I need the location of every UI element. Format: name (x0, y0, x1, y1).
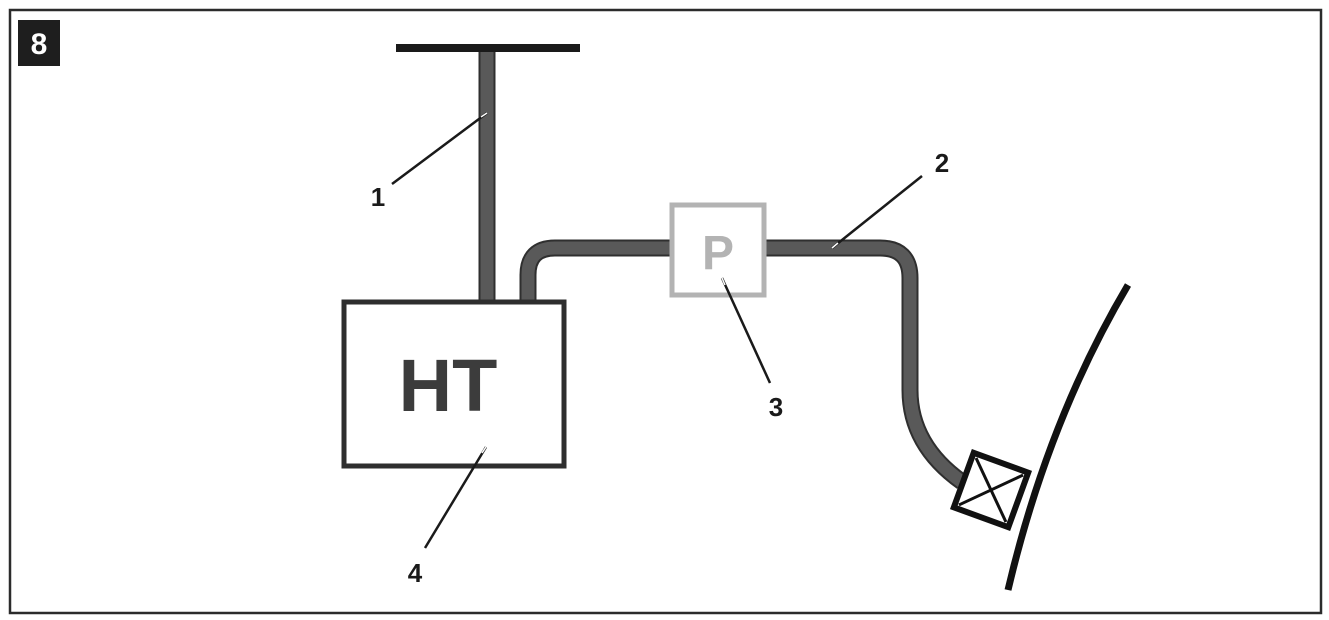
valve-cross-b (958, 473, 1024, 507)
ht-tank-label: HT (399, 344, 498, 427)
pump-box (669, 202, 767, 298)
callout-1: 1 (371, 182, 385, 212)
leader-tip-4 (481, 446, 487, 454)
callout-4: 4 (408, 558, 423, 588)
ht-tank-box (341, 299, 567, 469)
callout-2: 2 (935, 148, 949, 178)
leader-tip-1 (480, 112, 488, 118)
callout-3: 3 (769, 392, 783, 422)
leader-line-2 (831, 175, 923, 249)
leader-line-1 (391, 111, 488, 186)
pump-label: P (702, 227, 734, 280)
wall-line (1004, 283, 1132, 591)
outlet-valve (949, 448, 1033, 532)
leader-tip-3 (721, 277, 726, 286)
leader-line-4 (423, 446, 488, 549)
figure-number: 8 (31, 28, 48, 61)
leader-tip-2 (831, 242, 839, 249)
badge-background (18, 20, 60, 66)
figure-number-badge: 8 (18, 20, 60, 66)
figure-frame (8, 8, 1323, 615)
drain-pipe-left (521, 241, 672, 302)
leader-line-3 (720, 277, 772, 384)
drain-pipe-right (764, 241, 966, 488)
